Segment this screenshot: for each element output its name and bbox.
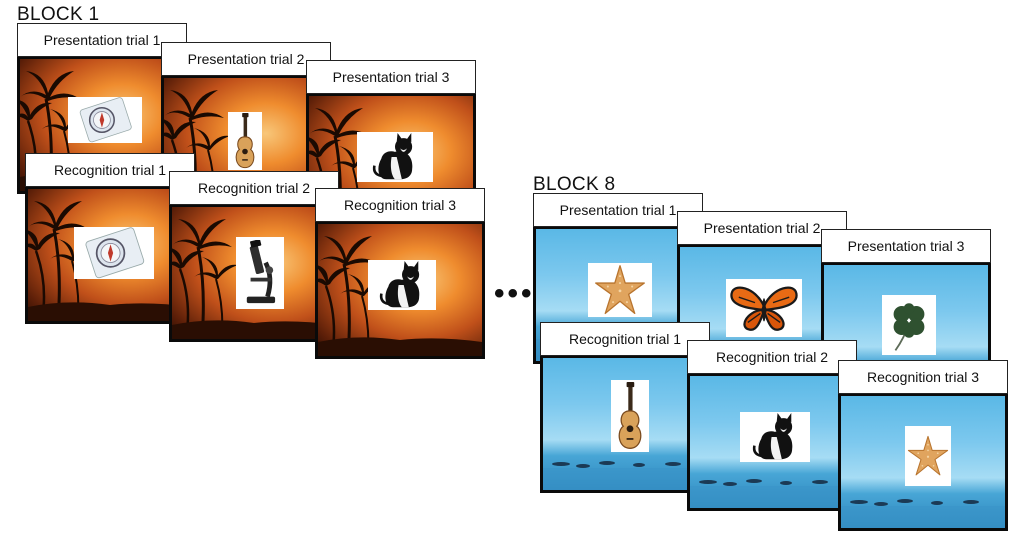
sunset-background xyxy=(169,204,339,342)
block-8-recognition-trial-3: Recognition trial 3 xyxy=(838,360,1008,532)
cat-icon xyxy=(748,413,802,461)
stimulus-card xyxy=(368,260,436,310)
trial-label: Presentation trial 1 xyxy=(533,193,703,227)
block-8-recognition-trial-1: Recognition trial 1 xyxy=(540,322,710,494)
starfish-icon xyxy=(907,434,949,478)
stimulus-card xyxy=(905,426,951,486)
trial-label: Recognition trial 3 xyxy=(838,360,1008,394)
starfish-icon xyxy=(594,264,646,316)
beach-background xyxy=(838,393,1008,531)
compass-icon xyxy=(78,227,150,279)
guitar-icon xyxy=(230,113,260,169)
stimulus-card xyxy=(611,380,649,452)
trial-label: Recognition trial 2 xyxy=(169,171,339,205)
butterfly-icon xyxy=(728,281,800,335)
block-8-recognition-trial-2: Recognition trial 2 xyxy=(687,340,857,512)
trial-label: Presentation trial 3 xyxy=(821,229,991,263)
trial-label: Presentation trial 2 xyxy=(161,42,331,76)
ellipsis: ••• xyxy=(494,277,535,310)
beach-background xyxy=(540,355,710,493)
trial-label: Presentation trial 1 xyxy=(17,23,187,57)
microscope-icon xyxy=(241,240,279,306)
clover-icon xyxy=(886,296,932,354)
cat-icon xyxy=(368,133,422,181)
trial-label: Recognition trial 1 xyxy=(540,322,710,356)
sunset-background xyxy=(25,186,195,324)
block-1-recognition-trial-1: Recognition trial 1 xyxy=(25,153,195,325)
block-1-title: BLOCK 1 xyxy=(17,4,100,25)
block-1-recognition-trial-3: Recognition trial 3 xyxy=(315,188,485,360)
trial-label: Presentation trial 3 xyxy=(306,60,476,94)
guitar-icon xyxy=(613,382,647,450)
stimulus-card xyxy=(74,227,154,279)
block-8-title: BLOCK 8 xyxy=(533,174,616,195)
trial-label: Presentation trial 2 xyxy=(677,211,847,245)
stimulus-card xyxy=(740,412,810,462)
stimulus-card xyxy=(726,279,802,337)
cat-icon xyxy=(375,261,429,309)
beach-background xyxy=(687,373,857,511)
trial-label: Recognition trial 3 xyxy=(315,188,485,222)
stimulus-card xyxy=(588,263,652,317)
stimulus-card xyxy=(68,97,142,143)
trial-label: Recognition trial 1 xyxy=(25,153,195,187)
stimulus-card xyxy=(882,295,936,355)
stimulus-card xyxy=(228,112,262,170)
trial-label: Recognition trial 2 xyxy=(687,340,857,374)
stimulus-card xyxy=(236,237,284,309)
compass-icon xyxy=(72,97,138,143)
block-1-recognition-trial-2: Recognition trial 2 xyxy=(169,171,339,343)
stimulus-card xyxy=(357,132,433,182)
sunset-background xyxy=(315,221,485,359)
